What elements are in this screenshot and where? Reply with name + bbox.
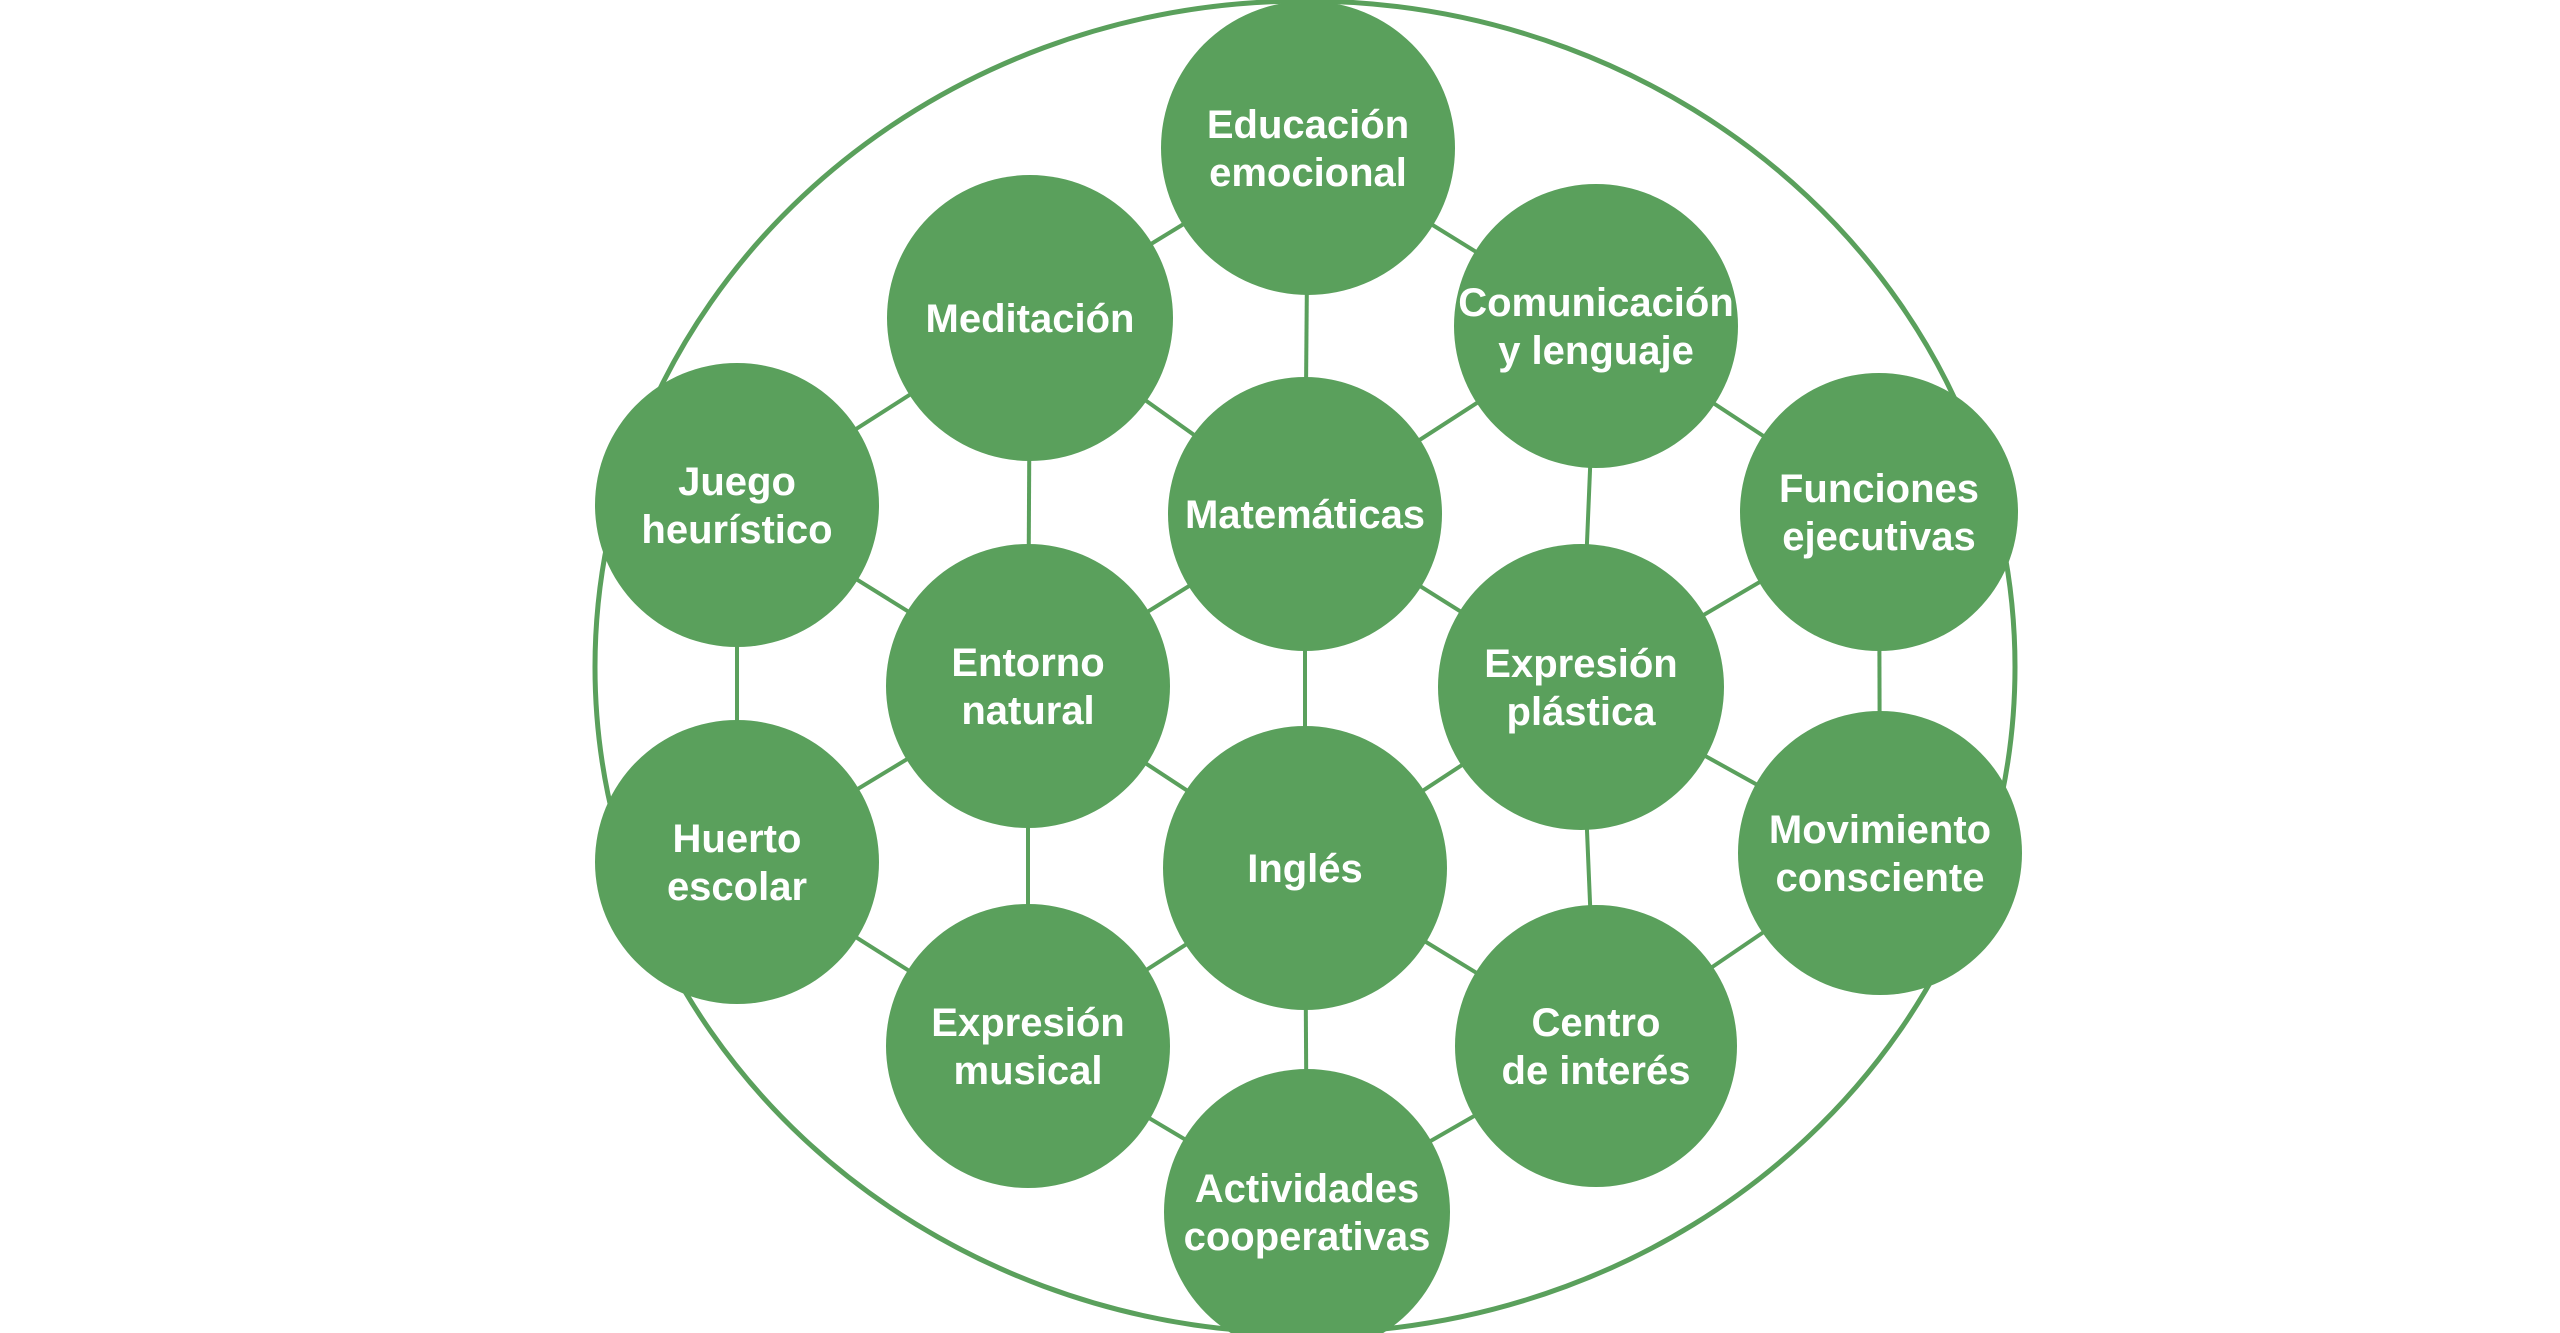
node-matematicas: Matemáticas xyxy=(1168,377,1442,651)
node-circle xyxy=(886,544,1170,828)
node-label: Matemáticas xyxy=(1185,493,1425,537)
node-circle xyxy=(595,720,879,1004)
node-circle xyxy=(595,363,879,647)
node-meditacion: Meditación xyxy=(887,175,1173,461)
outer-ellipse xyxy=(592,0,2018,1333)
node-circle xyxy=(1163,726,1447,1010)
node-circle xyxy=(886,904,1170,1188)
node-circle xyxy=(1161,1,1455,295)
node-circle xyxy=(1738,711,2022,995)
node-circle xyxy=(1164,1069,1450,1333)
node-circle xyxy=(1454,184,1738,468)
node-label: Inglés xyxy=(1247,847,1363,891)
node-circle xyxy=(1168,377,1442,651)
node-circle xyxy=(887,175,1173,461)
node-label: Meditación xyxy=(926,297,1135,341)
node-circle xyxy=(1438,544,1724,830)
node-circle xyxy=(1740,373,2018,651)
node-circle xyxy=(1455,905,1737,1187)
node-ingles: Inglés xyxy=(1163,726,1447,1010)
